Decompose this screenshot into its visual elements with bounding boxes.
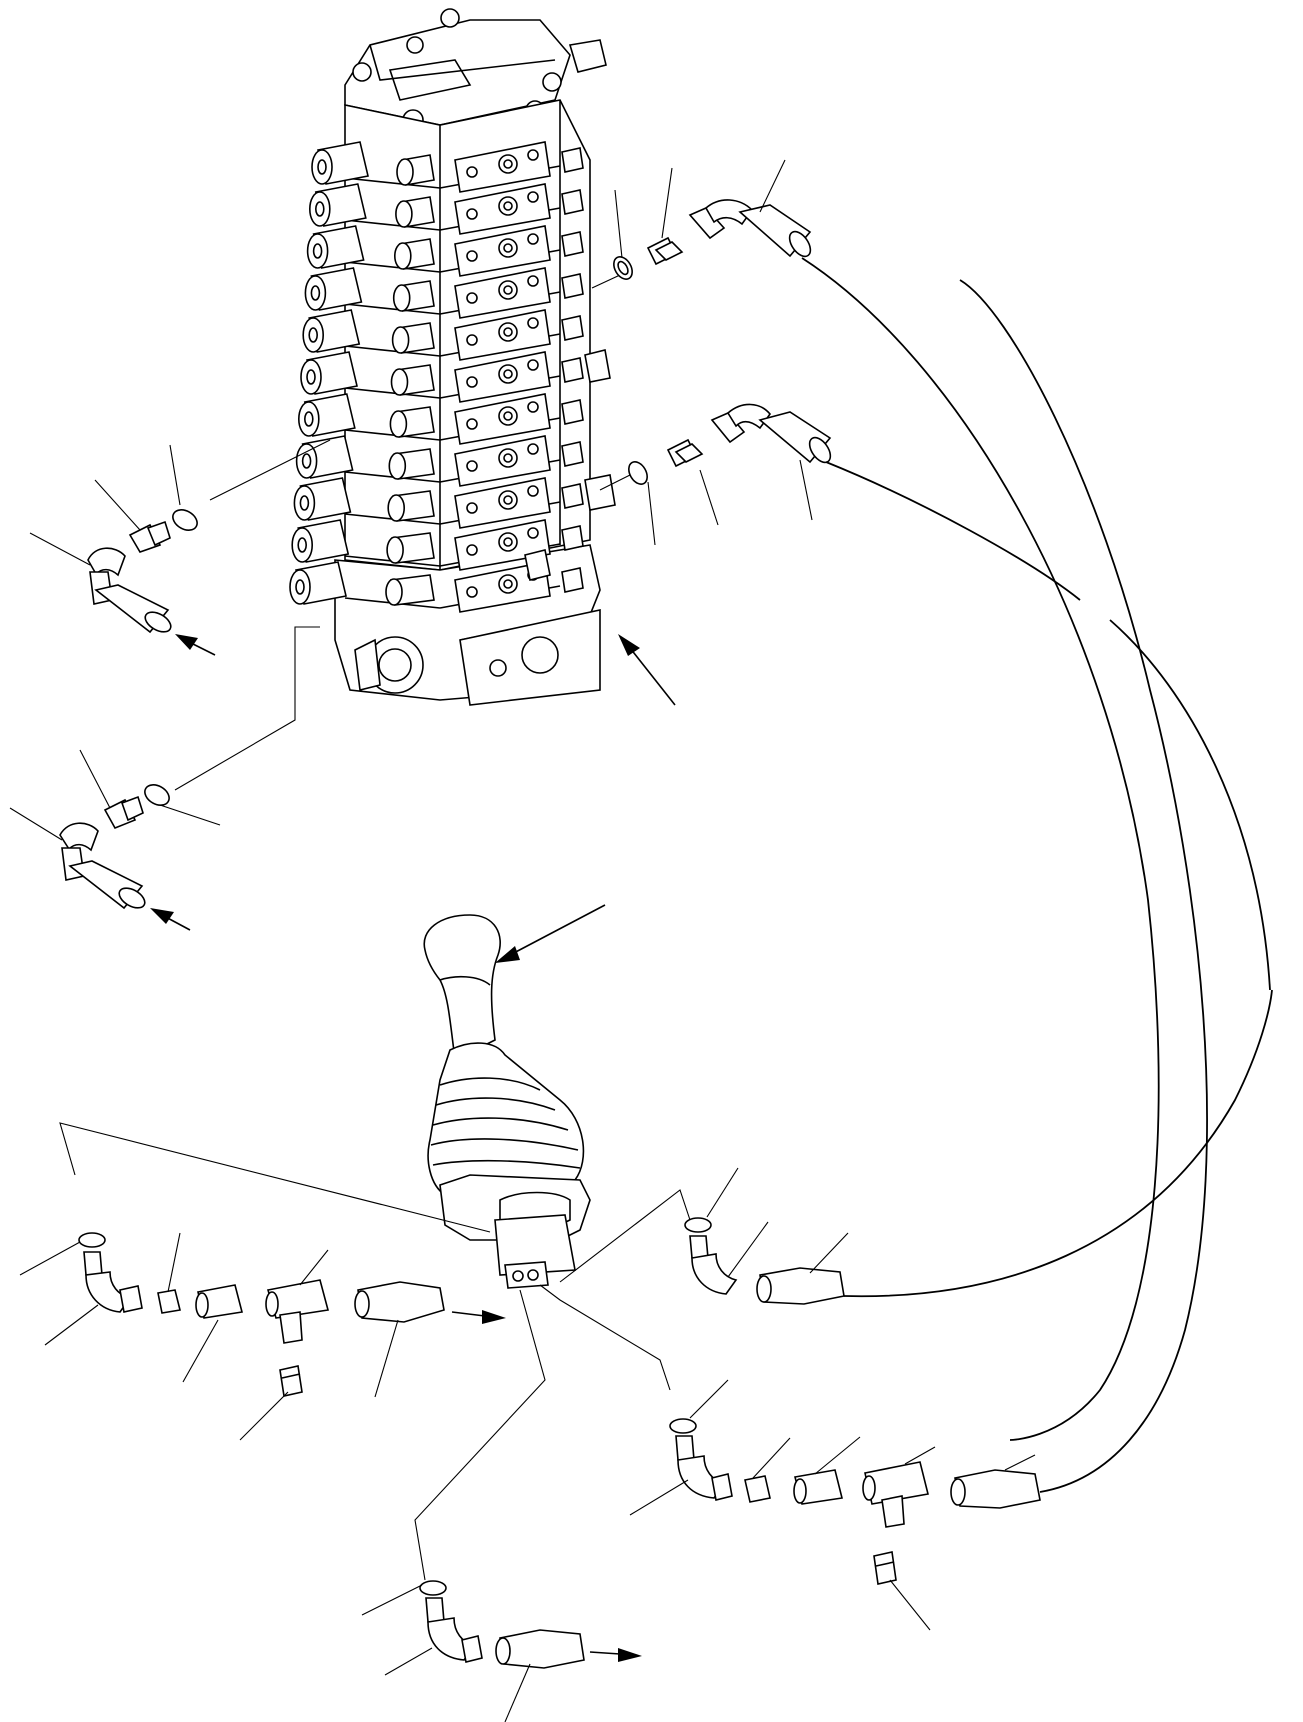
adapter-icon: [280, 1366, 302, 1396]
elbow-fitting-icon: [676, 1436, 732, 1500]
hose-line: [844, 990, 1272, 1296]
elbow-fitting-icon: [84, 1252, 142, 1312]
o-ring-icon: [141, 781, 173, 810]
lever-fitting-bottom: [420, 1581, 584, 1668]
tee-fitting-icon: [863, 1462, 928, 1527]
callout-leaders: [10, 160, 1035, 1722]
o-ring-icon: [169, 506, 201, 535]
hose-end-icon: [96, 585, 174, 636]
o-ring-icon: [616, 260, 630, 276]
arrow-icon: [150, 908, 190, 930]
adapter-icon: [130, 522, 170, 552]
valve-fitting-mid-right: [625, 404, 1270, 990]
arrow-icon: [590, 1648, 642, 1662]
hose-line: [960, 280, 1207, 1492]
arrow-icon: [452, 1310, 506, 1324]
adapter-icon: [196, 1285, 242, 1318]
hose-line: [1110, 620, 1270, 990]
adapter-icon: [794, 1470, 842, 1504]
elbow-fitting-icon: [690, 1236, 736, 1294]
leader-lines-lever: [60, 1123, 690, 1580]
o-ring-icon: [670, 1419, 696, 1433]
hose-line: [826, 462, 1080, 600]
arrow-icon: [618, 634, 675, 705]
tee-fitting-icon: [266, 1280, 328, 1343]
adapter-icon: [745, 1476, 770, 1502]
o-ring-icon: [420, 1581, 446, 1595]
adapter-icon: [105, 797, 143, 828]
hose-end-icon: [740, 205, 815, 260]
arrow-icon: [175, 634, 215, 655]
hose-end-icon: [951, 1470, 1040, 1508]
control-valve-icon: [290, 9, 615, 705]
lever-fitting-right-lower: [670, 280, 1207, 1584]
elbow-fitting-icon: [426, 1598, 482, 1662]
valve-fitting-upper-right: [610, 200, 1159, 1440]
o-ring-icon: [685, 1218, 711, 1232]
adapter-icon: [648, 238, 682, 264]
o-ring-icon: [79, 1233, 105, 1247]
elbow-fitting-icon: [712, 404, 770, 442]
hose-end-icon: [760, 412, 835, 466]
adapter-icon: [874, 1552, 896, 1584]
adapter-icon: [158, 1290, 180, 1313]
flow-arrows: [150, 634, 675, 1662]
hose-end-icon: [70, 861, 148, 912]
elbow-fitting-icon: [690, 200, 752, 238]
arrow-icon: [495, 905, 605, 963]
valve-fitting-left-lower: [60, 781, 173, 912]
hose-line: [802, 258, 1159, 1440]
adapter-icon: [668, 440, 702, 466]
hose-end-icon: [355, 1282, 444, 1322]
pilot-control-lever-icon: [424, 915, 590, 1288]
hose-end-icon: [757, 1268, 844, 1304]
hose-end-icon: [496, 1630, 584, 1668]
valve-fitting-left-upper: [88, 506, 201, 636]
lever-fitting-left: [79, 1233, 444, 1396]
o-ring-icon: [625, 459, 651, 488]
lever-fitting-right-mid: [685, 990, 1272, 1304]
